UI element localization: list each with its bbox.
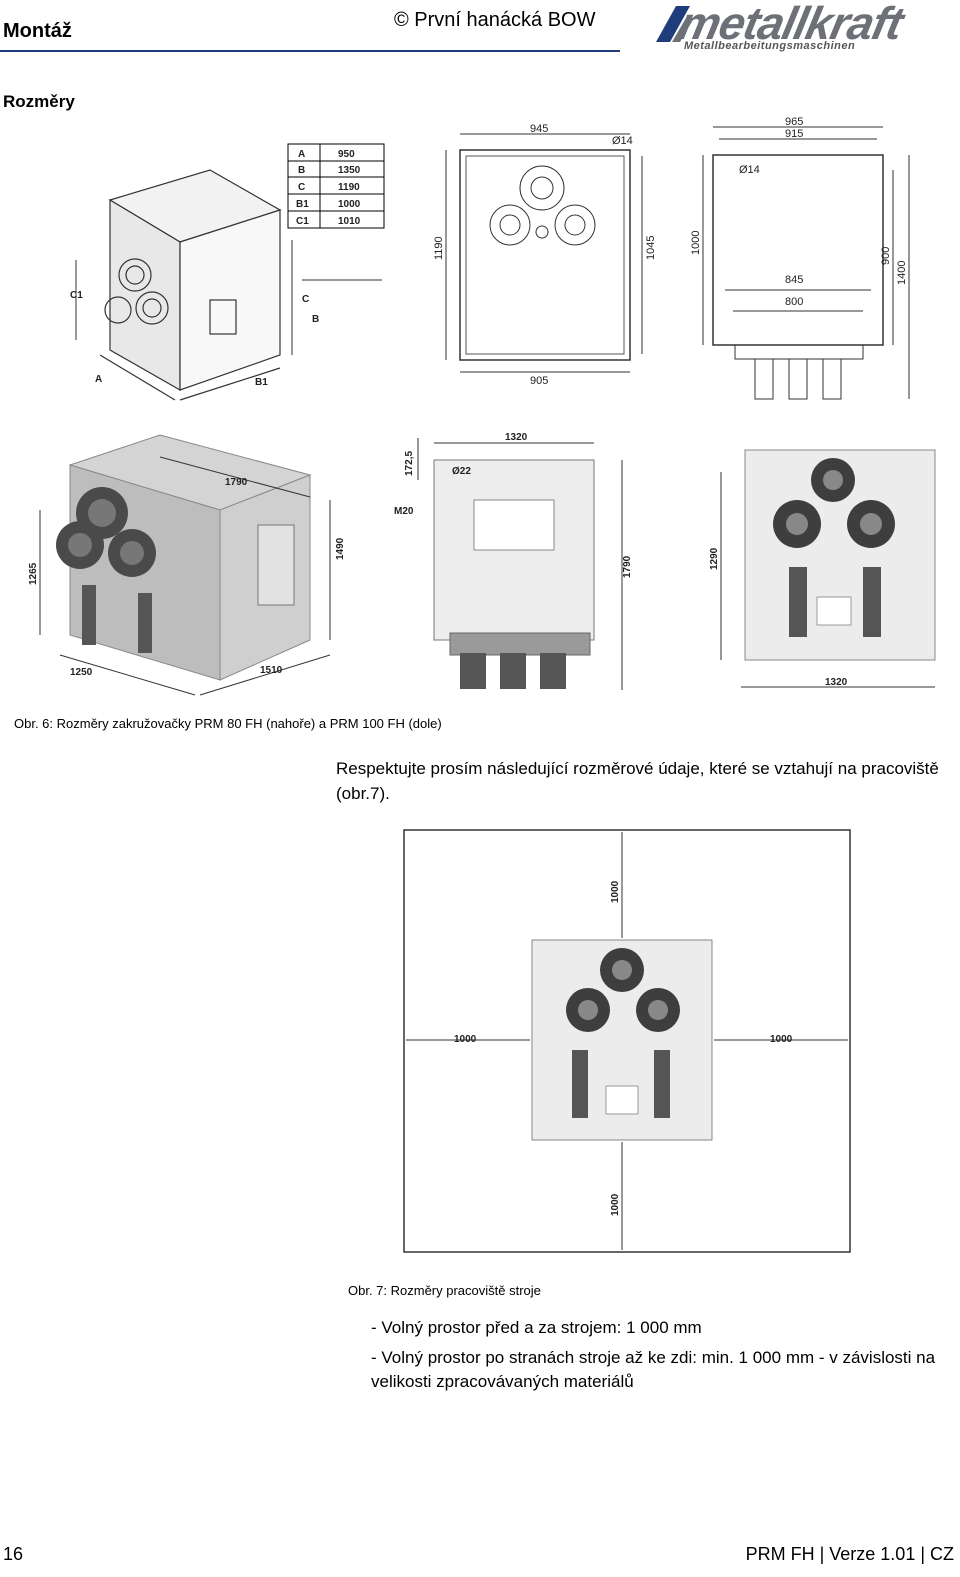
machine-iso-drawing	[99, 169, 282, 401]
dim-side-height-3: 1400	[896, 261, 908, 285]
dim-iso-front-height: 1265	[28, 562, 39, 585]
figure-iso-prm100: 1790 1490 1265 1250 1510	[28, 434, 346, 696]
dim-front-bottom-width: 905	[530, 375, 548, 387]
dim-iso-length: 1790	[225, 477, 248, 488]
table-key: A	[298, 149, 305, 160]
dim-side-height-1: 1000	[690, 231, 702, 255]
dim-clearance-bottom: 1000	[610, 1193, 621, 1216]
dim-side-height: 1790	[622, 555, 633, 578]
dim-label-c: C	[302, 294, 309, 305]
table-value: 950	[338, 149, 355, 160]
dim-label-c1: C1	[70, 290, 83, 301]
logo-mark-icon	[656, 6, 694, 42]
table-value: 1190	[338, 182, 360, 193]
dim-side-width: 1320	[505, 432, 528, 443]
table-key: B	[298, 165, 305, 176]
header-rule	[0, 50, 620, 52]
dim-iso-width: 1510	[260, 665, 283, 676]
dim-front-width: 1320	[825, 677, 848, 688]
section-title: Rozměry	[3, 92, 75, 111]
logo-subtitle: Metallbearbeitungsmaschinen	[684, 40, 856, 52]
dim-front-top-width: 945	[530, 123, 548, 135]
dim-front-outer-height: 1190	[433, 236, 445, 260]
dim-side-width-3: 845	[785, 274, 803, 286]
figure-front-prm80: 945 Ø14 905 1190 1045	[433, 123, 657, 387]
dim-clearance-top: 1000	[610, 880, 621, 903]
brand-logo: metallkraft Metallbearbeitungsmaschinen	[650, 0, 958, 60]
figure-7-caption: Obr. 7: Rozměry pracoviště stroje	[348, 1283, 541, 1298]
figure-side-prm100: 1320 172,5 Ø22 M20 1790	[394, 432, 633, 690]
dim-iso-height: 1490	[335, 537, 346, 560]
dim-label-a: A	[95, 374, 102, 385]
dim-front-hole: Ø14	[612, 135, 633, 147]
figure-6-caption: Obr. 6: Rozměry zakružovačky PRM 80 FH (…	[14, 716, 442, 731]
figure-side-prm80: 965 915 Ø14 845 800 1000 900 1400	[690, 116, 910, 400]
dim-side-offset: 172,5	[404, 451, 415, 476]
figure-iso-prm80: A 950 B 1350 C 1190 B1 1000 C1 1010 C1 A…	[70, 143, 385, 401]
table-key: B1	[296, 199, 309, 210]
table-value: 1350	[338, 165, 361, 176]
table-value: 1010	[338, 216, 361, 227]
bullet-item: - Volný prostor před a za strojem: 1 000…	[371, 1318, 702, 1337]
table-key: C1	[296, 216, 309, 227]
instruction-paragraph: Respektujte prosím následující rozměrové…	[336, 759, 939, 803]
dim-side-height-2: 900	[880, 247, 892, 265]
copyright-notice: © První hanácká BOW	[394, 9, 596, 31]
table-value: 1000	[338, 199, 361, 210]
dim-side-width-4: 800	[785, 296, 803, 308]
dim-side-hole: Ø22	[452, 466, 471, 477]
figure-front-prm100: 1320 1290	[709, 449, 936, 688]
dim-clearance-left: 1000	[454, 1034, 477, 1045]
dimension-table: A 950 B 1350 C 1190 B1 1000 C1 1010	[287, 143, 385, 229]
document-version: PRM FH | Verze 1.01 | CZ	[745, 1544, 954, 1564]
section-header-title: Montáž	[3, 20, 72, 42]
dim-label-b1: B1	[255, 377, 268, 388]
figure-workspace: 1000 1000 1000 1000	[403, 829, 851, 1253]
page-number: 16	[3, 1544, 24, 1564]
dim-side-hole: Ø14	[739, 164, 760, 176]
dim-front-inner-height: 1045	[645, 236, 657, 260]
dim-side-width-2: 915	[785, 128, 803, 140]
dim-iso-depth: 1250	[70, 667, 93, 678]
table-key: C	[298, 182, 305, 193]
dim-side-width-1: 965	[785, 116, 803, 128]
dim-side-thread: M20	[394, 506, 414, 517]
dim-label-b: B	[312, 314, 319, 325]
bullet-item: - Volný prostor po stranách stroje až ke…	[371, 1348, 936, 1391]
dim-clearance-right: 1000	[770, 1034, 793, 1045]
dim-front-height: 1290	[709, 547, 720, 570]
